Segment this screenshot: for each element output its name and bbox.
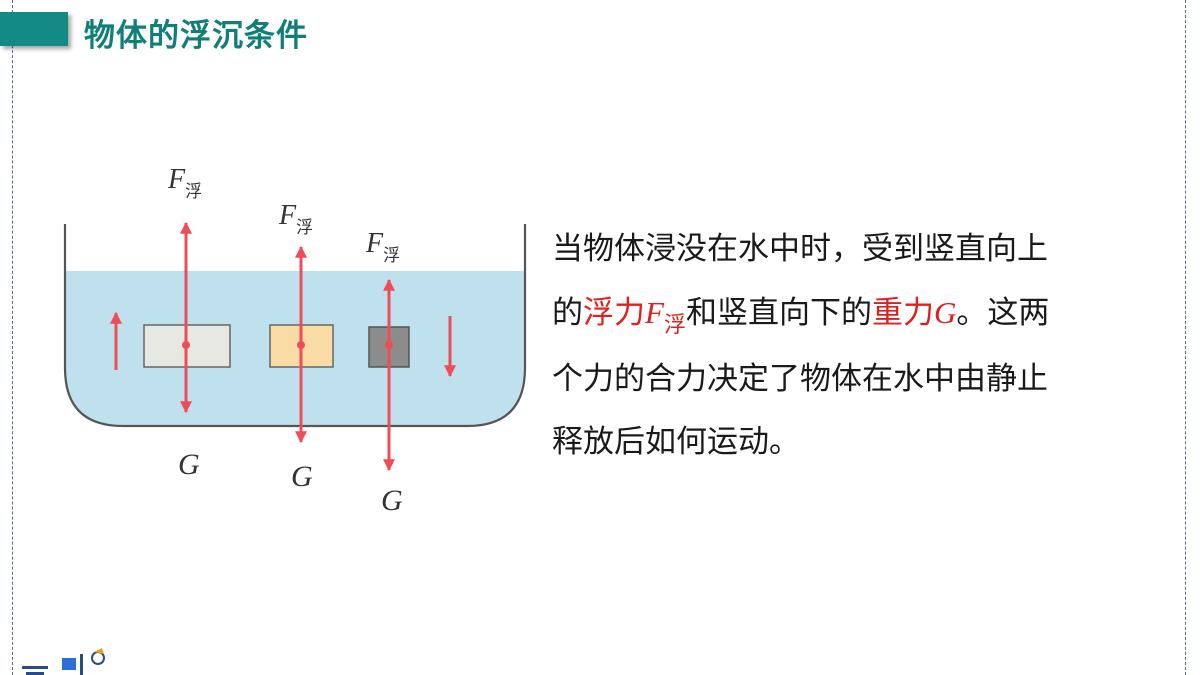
gravity-symbol: G xyxy=(933,295,957,330)
center-point-1 xyxy=(182,341,190,349)
corner-logo-icon xyxy=(22,648,105,675)
buoyancy-diagram: F浮 F浮 F浮 G G G xyxy=(63,164,527,517)
text-line-4: 释放后如何运动。 xyxy=(552,424,800,460)
center-point-3 xyxy=(385,341,393,349)
slide-title: 物体的浮沉条件 xyxy=(84,18,308,54)
gravity-term: 重力 xyxy=(871,295,934,331)
buoyancy-symbol: F xyxy=(645,295,664,330)
buoyancy-label-3: F浮 xyxy=(365,228,400,265)
buoyancy-term: 浮力 xyxy=(583,295,645,331)
left-guide-line xyxy=(12,0,13,675)
center-point-2 xyxy=(297,341,305,349)
buoyancy-label-2: F浮 xyxy=(278,200,313,237)
text-line-2-b: 和竖直向下的 xyxy=(685,295,872,331)
gravity-label-3: G xyxy=(381,484,403,517)
container-outline xyxy=(63,224,527,428)
text-line-3: 个力的合力决定了物体在水中由静止 xyxy=(552,361,1048,397)
buoyancy-subscript: 浮 xyxy=(663,313,686,338)
gravity-label-1: G xyxy=(178,448,200,481)
text-line-1: 当物体浸没在水中时，受到竖直向上 xyxy=(552,231,1048,267)
title-accent-bar xyxy=(0,12,68,46)
text-line-2-c: 。这两 xyxy=(956,295,1050,331)
right-guide-line xyxy=(1185,0,1186,675)
buoyancy-label-1: F浮 xyxy=(167,164,202,201)
text-line-2-a: 的 xyxy=(552,295,583,331)
explanation-text: 当物体浸没在水中时，受到竖直向上 的浮力F浮和竖直向下的重力G。这两 个力的合力… xyxy=(552,218,1132,474)
gravity-label-2: G xyxy=(291,460,313,493)
text-line-2: 的浮力F浮和竖直向下的重力G。这两 xyxy=(552,281,1132,348)
